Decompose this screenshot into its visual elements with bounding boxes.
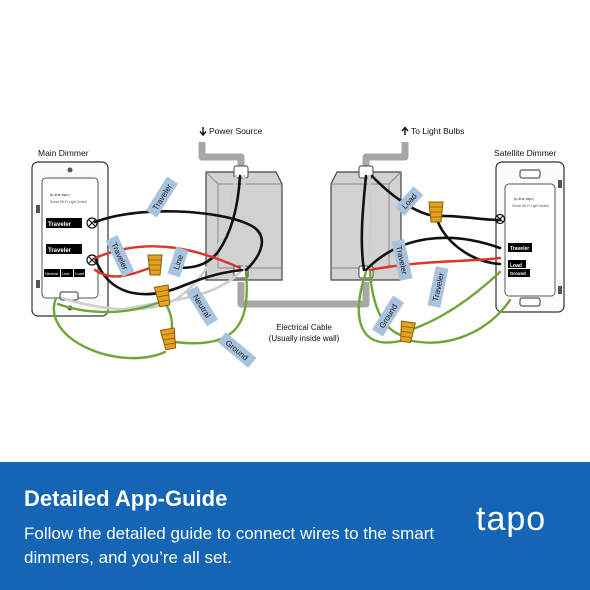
traveler-red-wire bbox=[93, 266, 152, 278]
satellite-dimmer-label: Satellite Dimmer bbox=[494, 148, 557, 158]
ground-wire bbox=[357, 270, 406, 344]
footer-description: Follow the detailed guide to connect wir… bbox=[24, 524, 435, 567]
traveler-wire bbox=[364, 236, 502, 272]
wire-nut-icon bbox=[159, 327, 177, 351]
footer-title: Detailed App-Guide bbox=[24, 486, 228, 511]
terminal-screw-icon bbox=[86, 217, 98, 229]
electrical-cable-label: Electrical Cable bbox=[276, 323, 332, 332]
neutral-wire bbox=[242, 174, 247, 272]
main-dimmer-label: Main Dimmer bbox=[38, 148, 89, 158]
power-source-annotation: Power Source bbox=[199, 126, 263, 137]
light-bulbs-conduit bbox=[362, 142, 409, 172]
main-panel-brand: tp-link tapo bbox=[50, 192, 70, 197]
electrical-cable-sublabel: (Usually inside wall) bbox=[269, 334, 340, 343]
arrow-down-icon bbox=[199, 127, 207, 137]
wires bbox=[52, 174, 512, 360]
ground-wire bbox=[408, 270, 502, 332]
conduits bbox=[198, 142, 409, 308]
ground-wire bbox=[406, 298, 512, 344]
traveler-wire bbox=[93, 210, 264, 272]
to-light-bulbs-label: To Light Bulbs bbox=[411, 126, 464, 136]
main-dimmer-device: tp-link tapo Smart Wi-Fi Light Switch Tr… bbox=[31, 161, 109, 317]
wiring-diagram: tp-link tapo Smart Wi-Fi Light Switch Tr… bbox=[31, 126, 565, 368]
line-wire bbox=[170, 174, 242, 270]
wire-tag-main-traveler-lower: Traveler bbox=[105, 235, 135, 277]
main-terminal-line: Line bbox=[62, 271, 70, 276]
ground-wire bbox=[173, 270, 248, 345]
sat-terminal-traveler: Traveler bbox=[510, 246, 529, 252]
wire-tag-sat-traveler-upper: Traveler bbox=[391, 239, 413, 281]
sat-panel-model: Smart Wi-Fi Light Switch bbox=[512, 204, 549, 208]
wire-tag-sat-ground: Ground bbox=[371, 295, 405, 337]
traveler-wire bbox=[360, 174, 368, 272]
neutral-wire bbox=[367, 174, 372, 272]
light-bulbs-annotation: To Light Bulbs bbox=[401, 126, 464, 136]
ground-wire bbox=[52, 296, 167, 360]
wire-nut-icon bbox=[400, 320, 416, 344]
main-panel-model: Smart Wi-Fi Light Switch bbox=[50, 200, 87, 204]
main-terminal-traveler-bottom: Traveler bbox=[48, 248, 72, 254]
electrical-cable-conduit bbox=[237, 282, 370, 308]
traveler-red-wire bbox=[368, 256, 502, 272]
wire-nut-icon bbox=[428, 201, 444, 223]
main-terminal-neutral: Neutral bbox=[45, 271, 58, 276]
ground-wire bbox=[368, 270, 406, 338]
sat-terminal-load: Load bbox=[510, 263, 522, 269]
main-terminal-load: Load bbox=[75, 271, 84, 276]
load-wire bbox=[434, 214, 502, 222]
power-source-conduit bbox=[198, 142, 245, 172]
power-source-label: Power Source bbox=[209, 126, 263, 136]
traveler-wire bbox=[93, 256, 244, 296]
neutral-wire bbox=[118, 268, 244, 312]
main-terminal-traveler-top: Traveler bbox=[48, 222, 72, 228]
footer-banner bbox=[0, 462, 590, 590]
satellite-dimmer-device: tp-link tapo Smart Wi-Fi Light Switch Tr… bbox=[494, 161, 565, 313]
sat-panel-brand: tp-link tapo bbox=[514, 196, 534, 201]
wire-tag-main-neutral: Neutral bbox=[185, 285, 219, 327]
wire-nuts bbox=[147, 201, 444, 351]
wire-tag-main-ground: Ground bbox=[217, 332, 257, 368]
wire-tag-main-line: Line bbox=[167, 246, 189, 278]
electrical-cable-annotation: Electrical Cable (Usually inside wall) bbox=[269, 323, 340, 343]
ground-wire bbox=[56, 300, 162, 314]
arrow-up-icon bbox=[401, 126, 409, 135]
wire-nut-icon bbox=[153, 284, 171, 308]
load-wire bbox=[434, 214, 502, 266]
sat-terminal-ground: Ground bbox=[510, 271, 526, 276]
wire-nut-icon bbox=[147, 254, 163, 276]
tapo-logo: tapo bbox=[476, 500, 547, 538]
wire-tag-sat-traveler-lower: Traveler bbox=[427, 266, 449, 308]
